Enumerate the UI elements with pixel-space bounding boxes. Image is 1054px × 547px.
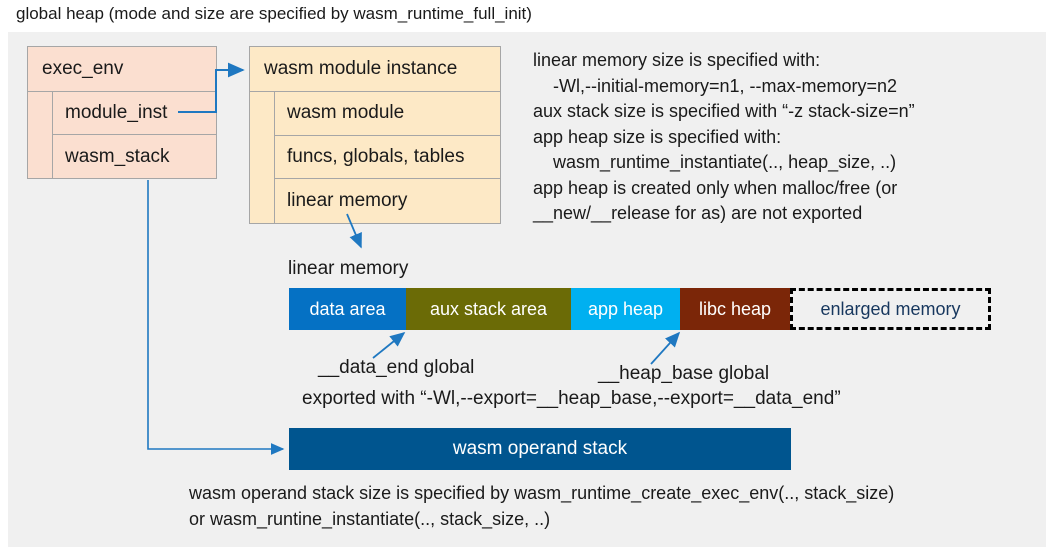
module-instance-gutter xyxy=(250,92,275,223)
exec-env-field-wasm-stack: wasm_stack xyxy=(65,145,170,167)
module-instance-body: wasm module funcs, globals, tables linea… xyxy=(250,92,500,223)
exec-env-body: module_inst wasm_stack xyxy=(28,92,216,178)
module-instance-field-wasm-module: wasm module xyxy=(275,92,500,136)
linear-memory-note: linear memory size is specified with: -W… xyxy=(533,50,915,223)
module-instance-rows: wasm module funcs, globals, tables linea… xyxy=(275,92,500,223)
module-instance-header: wasm module instance xyxy=(250,47,500,92)
linear-memory-bar-label: linear memory xyxy=(288,258,409,279)
exec-env-field-module-inst: module_inst xyxy=(53,92,216,135)
page-title: global heap (mode and size are specified… xyxy=(16,4,532,23)
exec-env-rows: module_inst wasm_stack xyxy=(53,92,216,178)
memory-segment-app-heap: app heap xyxy=(571,288,680,330)
memory-segment-aux-stack-area: aux stack area xyxy=(406,288,571,330)
memory-segment-data-area: data area xyxy=(289,288,406,330)
exec-env-box: exec_env module_inst wasm_stack xyxy=(27,46,217,179)
exec-env-header: exec_env xyxy=(28,47,216,92)
exported-with-annotation: exported with “-Wl,--export=__heap_base,… xyxy=(302,388,841,409)
memory-segment-libc-heap: libc heap xyxy=(680,288,790,330)
heap-base-annotation: __heap_base global xyxy=(598,363,770,384)
wasm-module-instance-box: wasm module instance wasm module funcs, … xyxy=(249,46,501,224)
memory-segment-enlarged-memory: enlarged memory xyxy=(790,288,991,330)
exec-env-gutter xyxy=(28,92,53,178)
operand-stack-note: wasm operand stack size is specified by … xyxy=(189,483,895,529)
wasm-operand-stack-bar: wasm operand stack xyxy=(289,428,791,470)
module-instance-field-linear-memory: linear memory xyxy=(287,189,408,211)
module-instance-field-funcs-globals-tables: funcs, globals, tables xyxy=(275,136,500,180)
data-end-annotation: __data_end global xyxy=(318,357,475,378)
